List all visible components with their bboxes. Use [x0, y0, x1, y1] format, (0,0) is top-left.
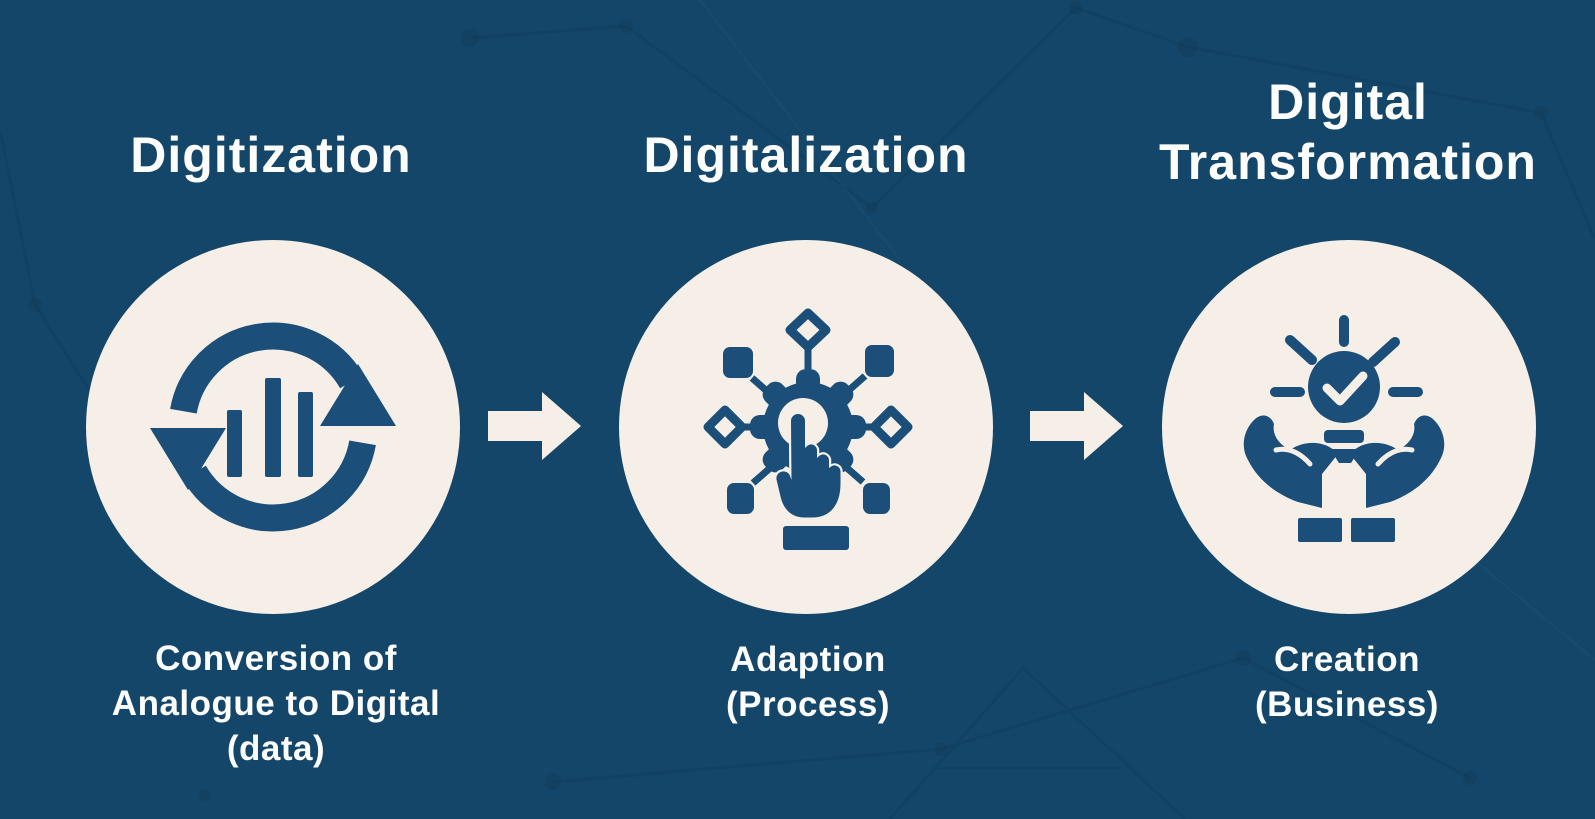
stage-title-digitization: Digitization	[130, 127, 412, 183]
bar-chart-bars	[227, 378, 313, 477]
stage-caption-digitization: Conversion of Analogue to Digital (data)	[111, 639, 441, 768]
stage-circle-digital-transformation	[1162, 240, 1536, 614]
light-rays	[1270, 315, 1423, 397]
hands-lightbulb-check-icon	[1243, 315, 1445, 542]
square-node-bottom-left	[727, 483, 754, 514]
gear-tap-network-icon	[703, 308, 913, 550]
square-node-top-left	[723, 347, 753, 378]
square-node-bottom-right	[863, 483, 890, 514]
flow-arrow-1	[488, 392, 581, 460]
diamond-node-top	[785, 308, 831, 352]
left-hand-cuff	[1298, 518, 1342, 542]
stage-caption-digitalization: Adaption (Process)	[725, 640, 891, 724]
up-arrowhead	[320, 364, 396, 426]
check-icon	[1322, 371, 1368, 406]
tap-hand	[774, 411, 849, 550]
cupped-hands	[1243, 415, 1445, 542]
stage-caption-digital-transformation: Creation (Business)	[1255, 640, 1439, 724]
stage-title-digital-transformation: Digital Transformation	[1159, 74, 1537, 190]
diamond-node-right	[869, 405, 913, 449]
diamond-node-left	[703, 405, 747, 449]
sync-arrows-bar-chart-icon	[150, 322, 396, 532]
stage-title-digitalization: Digitalization	[643, 127, 969, 183]
right-hand-cuff	[1351, 518, 1395, 542]
square-node-top-right	[865, 345, 894, 377]
flow-arrow-2	[1030, 392, 1123, 460]
hand-cuff	[783, 526, 849, 550]
down-arrowhead	[150, 428, 226, 490]
